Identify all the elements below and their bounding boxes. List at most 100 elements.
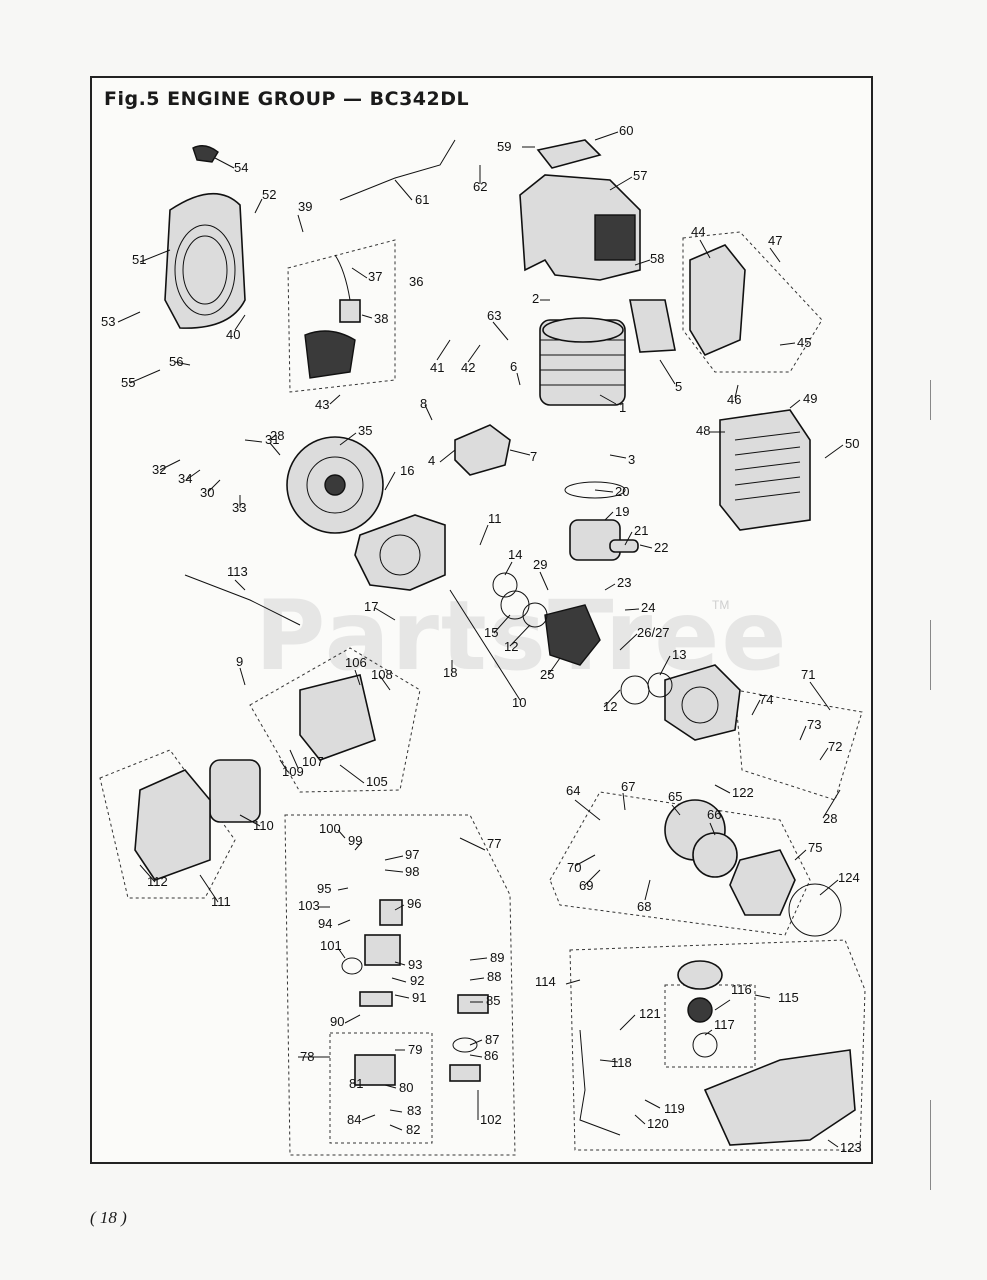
callout-26-27: 26/27: [637, 625, 670, 640]
callout-97: 97: [405, 847, 419, 862]
carburetor-part: [341, 899, 489, 1086]
callout-9: 9: [236, 654, 243, 669]
callout-64: 64: [566, 783, 580, 798]
callout-74: 74: [759, 692, 773, 707]
callout-7: 7: [530, 449, 537, 464]
watermark-trademark: TM: [712, 598, 730, 612]
callout-29: 29: [533, 557, 547, 572]
callout-2: 2: [532, 291, 539, 306]
callout-35: 35: [358, 423, 372, 438]
callout-24: 24: [641, 600, 655, 615]
callout-18: 18: [443, 665, 457, 680]
muffler-cover-part: [689, 244, 746, 357]
callout-109: 109: [282, 764, 304, 779]
scan-edge-mark: [930, 620, 931, 690]
callout-6: 6: [510, 359, 517, 374]
callout-50: 50: [845, 436, 859, 451]
callout-88: 88: [487, 969, 501, 984]
callout-36: 36: [409, 274, 423, 289]
callout-47: 47: [768, 233, 782, 248]
callout-101: 101: [320, 938, 342, 953]
air-filter-part: [209, 759, 261, 823]
callout-96: 96: [407, 896, 421, 911]
air-cleaner-cover-part: [134, 769, 211, 881]
muffler-gasket-part: [629, 299, 676, 353]
ignition-coil-part: [304, 254, 361, 379]
callout-28: 28: [270, 428, 284, 443]
seal-15-part: [500, 590, 530, 620]
callout-8: 8: [420, 396, 427, 411]
callout-62: 62: [473, 179, 487, 194]
callout-69: 69: [579, 878, 593, 893]
callout-73: 73: [807, 717, 821, 732]
muffler-part: [719, 409, 811, 531]
callout-33: 33: [232, 500, 246, 515]
callout-23: 23: [617, 575, 631, 590]
bearing-12-part: [522, 602, 548, 628]
callout-13: 13: [672, 647, 686, 662]
callout-118: 118: [611, 1055, 632, 1070]
callout-108: 108: [371, 667, 393, 682]
page-number: ( 18 ): [90, 1208, 127, 1227]
callout-67: 67: [621, 779, 635, 794]
callout-31: 31: [265, 432, 279, 447]
callout-82: 82: [406, 1122, 420, 1137]
callout-77: 77: [487, 836, 501, 851]
callout-79: 79: [408, 1042, 422, 1057]
callout-113: 113: [227, 564, 248, 579]
leader-lines: [117, 131, 844, 1148]
callout-122: 122: [732, 785, 754, 800]
callout-4: 4: [428, 453, 435, 468]
callout-110: 110: [253, 818, 274, 833]
callout-85: 85: [486, 993, 500, 1008]
flywheel-part: [286, 436, 384, 534]
callout-17: 17: [364, 599, 378, 614]
callout-63: 63: [487, 308, 501, 323]
callout-114: 114: [535, 974, 556, 989]
ignition-wire-part: [339, 139, 456, 201]
callout-94: 94: [318, 916, 332, 931]
air-cleaner-base-part: [299, 674, 376, 761]
callout-84: 84: [347, 1112, 361, 1127]
seal-13-part: [647, 672, 673, 698]
callout-21: 21: [634, 523, 648, 538]
callout-20: 20: [615, 484, 629, 499]
callout-1: 1: [619, 400, 626, 415]
callout-99: 99: [348, 833, 362, 848]
callout-103: 103: [298, 898, 320, 913]
callout-75: 75: [808, 840, 822, 855]
callout-53: 53: [101, 314, 115, 329]
callout-39: 39: [298, 199, 312, 214]
callout-111: 111: [211, 894, 231, 909]
callout-98: 98: [405, 864, 419, 879]
group-105-box: [249, 647, 421, 793]
callout-12b: 12: [603, 699, 617, 714]
callout-5: 5: [675, 379, 682, 394]
fuel-tank-part: [579, 960, 856, 1146]
callout-28b: 28: [823, 811, 837, 826]
callout-89: 89: [490, 950, 504, 965]
group-36-box: [287, 239, 396, 393]
group-114-box: [569, 939, 866, 1151]
callout-106: 106: [345, 655, 367, 670]
callout-16: 16: [400, 463, 414, 478]
cylinder-part: [539, 317, 626, 406]
callout-123: 123: [840, 1140, 862, 1155]
callout-119: 119: [664, 1101, 685, 1116]
callout-10: 10: [512, 695, 526, 710]
callout-55: 55: [121, 375, 135, 390]
piston-part: [564, 481, 639, 561]
callout-54: 54: [234, 160, 248, 175]
callout-112: 112: [147, 874, 168, 889]
callout-81: 81: [349, 1076, 363, 1091]
callout-105: 105: [366, 774, 388, 789]
callout-32: 32: [152, 462, 166, 477]
callout-40: 40: [226, 327, 240, 342]
callout-116: 116: [731, 982, 752, 997]
callout-12: 12: [504, 639, 518, 654]
callout-95: 95: [317, 881, 331, 896]
callout-22: 22: [654, 540, 668, 555]
callout-93: 93: [408, 957, 422, 972]
callout-107: 107: [302, 754, 324, 769]
callout-61: 61: [415, 192, 429, 207]
